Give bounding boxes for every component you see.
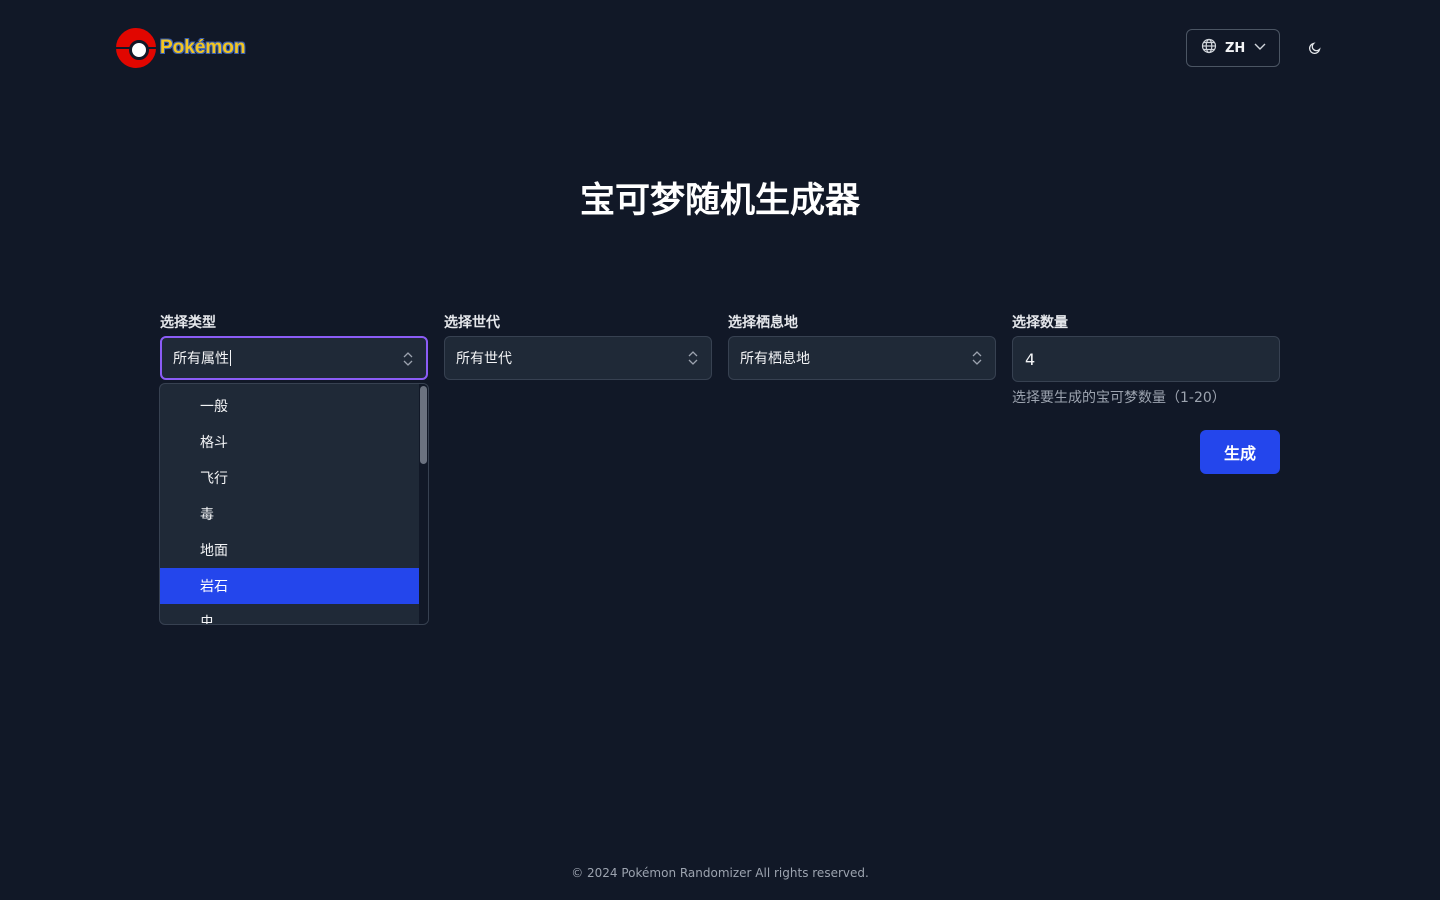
scrollbar-thumb[interactable] <box>420 386 427 464</box>
logo[interactable]: Pokémon <box>116 28 246 68</box>
count-input[interactable] <box>1012 336 1280 382</box>
chevron-down-icon <box>1253 39 1267 57</box>
count-helper-text: 选择要生成的宝可梦数量（1-20） <box>1012 390 1226 406</box>
generation-select[interactable]: 所有世代 <box>444 336 712 380</box>
generation-select-value: 所有世代 <box>456 351 512 367</box>
page-title: 宝可梦随机生成器 <box>579 181 860 221</box>
generate-button[interactable]: 生成 <box>1200 430 1280 474</box>
type-label: 选择类型 <box>160 315 216 331</box>
chevron-updown-icon <box>402 351 414 371</box>
language-selector-button[interactable]: ZH <box>1186 29 1280 67</box>
dropdown-scrollbar[interactable] <box>419 384 428 624</box>
dropdown-options: 一般 格斗 飞行 毒 地面 岩石 虫 <box>160 388 421 625</box>
theme-toggle-button[interactable] <box>1302 36 1328 62</box>
text-caret <box>230 350 231 366</box>
globe-icon <box>1201 38 1217 58</box>
generation-label: 选择世代 <box>444 315 500 331</box>
pokeball-icon <box>116 28 156 68</box>
type-option[interactable]: 一般 <box>200 399 228 415</box>
moon-icon <box>1308 40 1322 59</box>
type-dropdown-list[interactable]: 一般 格斗 飞行 毒 地面 岩石 虫 <box>159 383 429 625</box>
footer-copyright: © 2024 Pokémon Randomizer All rights res… <box>571 866 869 880</box>
type-option[interactable]: 地面 <box>200 543 228 559</box>
type-select[interactable]: 所有属性 <box>160 336 428 380</box>
type-option[interactable]: 格斗 <box>200 435 228 451</box>
habitat-select[interactable]: 所有栖息地 <box>728 336 996 380</box>
type-option[interactable]: 虫 <box>200 615 214 625</box>
type-option-highlighted[interactable]: 岩石 <box>160 568 421 604</box>
habitat-select-value: 所有栖息地 <box>740 351 810 367</box>
habitat-label: 选择栖息地 <box>728 315 798 331</box>
count-label: 选择数量 <box>1012 315 1068 331</box>
logo-text: Pokémon <box>160 37 246 58</box>
language-label: ZH <box>1225 40 1246 56</box>
type-select-value: 所有属性 <box>173 351 229 367</box>
chevron-updown-icon <box>971 350 983 370</box>
type-option[interactable]: 毒 <box>200 507 214 523</box>
type-option[interactable]: 飞行 <box>200 471 228 487</box>
chevron-updown-icon <box>687 350 699 370</box>
